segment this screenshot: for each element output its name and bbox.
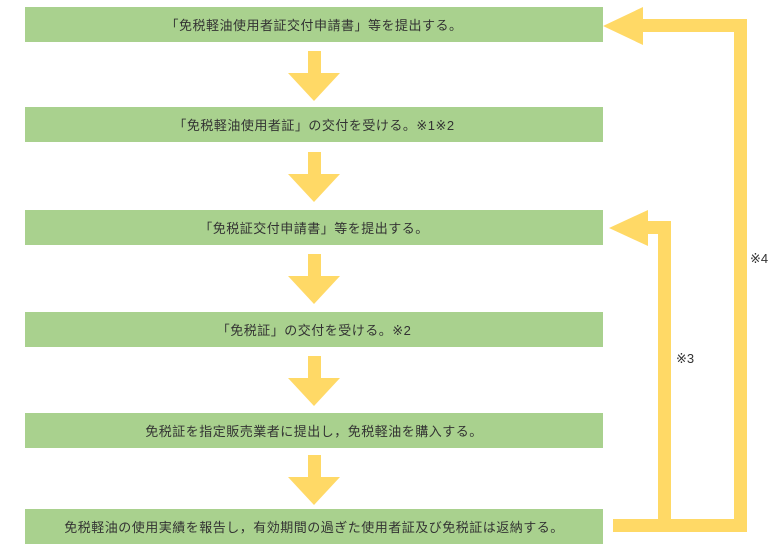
step-box-1: 「免税軽油使用者証交付申請書」等を提出する。 <box>25 7 603 42</box>
down-arrow-icon <box>288 356 340 406</box>
annotation-ref-4: ※4 <box>750 251 769 266</box>
loop-arrow-elbow <box>645 221 671 234</box>
step-label: 「免税証」の交付を受ける。※2 <box>216 323 412 338</box>
step-box-6: 免税軽油の使用実績を報告し，有効期間の過ぎた使用者証及び免税証は返納する。 <box>25 509 603 544</box>
arrow-head <box>288 276 340 304</box>
loop-arrow-vertical-shaft <box>734 19 747 532</box>
arrow-head <box>609 210 648 246</box>
annotation-ref-3: ※3 <box>676 351 695 366</box>
down-arrow-icon <box>288 455 340 505</box>
down-arrow-icon <box>288 152 340 202</box>
loop-arrow-vertical-shaft <box>658 221 671 532</box>
arrow-shaft <box>307 356 321 378</box>
step-label: 「免税証交付申請書」等を提出する。 <box>199 221 429 236</box>
step-label: 免税証を指定販売業者に提出し，免税軽油を購入する。 <box>145 424 483 439</box>
arrow-head <box>603 7 643 45</box>
arrow-head <box>288 378 340 406</box>
loop-bottom-bar <box>613 519 747 532</box>
down-arrow-icon <box>288 51 340 101</box>
arrow-shaft <box>307 455 321 477</box>
step-label: 「免税軽油使用者証交付申請書」等を提出する。 <box>165 18 463 33</box>
step-label: 「免税軽油使用者証」の交付を受ける。※1※2 <box>173 118 455 133</box>
step-box-5: 免税証を指定販売業者に提出し，免税軽油を購入する。 <box>25 413 603 448</box>
arrow-head <box>288 174 340 202</box>
loop-arrow-horizontal-shaft <box>640 19 747 32</box>
arrow-shaft <box>307 152 321 174</box>
arrow-shaft <box>307 254 321 276</box>
arrow-head <box>288 477 340 505</box>
arrow-shaft <box>307 51 321 73</box>
arrow-head <box>288 73 340 101</box>
down-arrow-icon <box>288 254 340 304</box>
step-box-2: 「免税軽油使用者証」の交付を受ける。※1※2 <box>25 107 603 142</box>
step-box-3: 「免税証交付申請書」等を提出する。 <box>25 210 603 245</box>
step-box-4: 「免税証」の交付を受ける。※2 <box>25 312 603 347</box>
step-label: 免税軽油の使用実績を報告し，有効期間の過ぎた使用者証及び免税証は返納する。 <box>64 520 564 535</box>
